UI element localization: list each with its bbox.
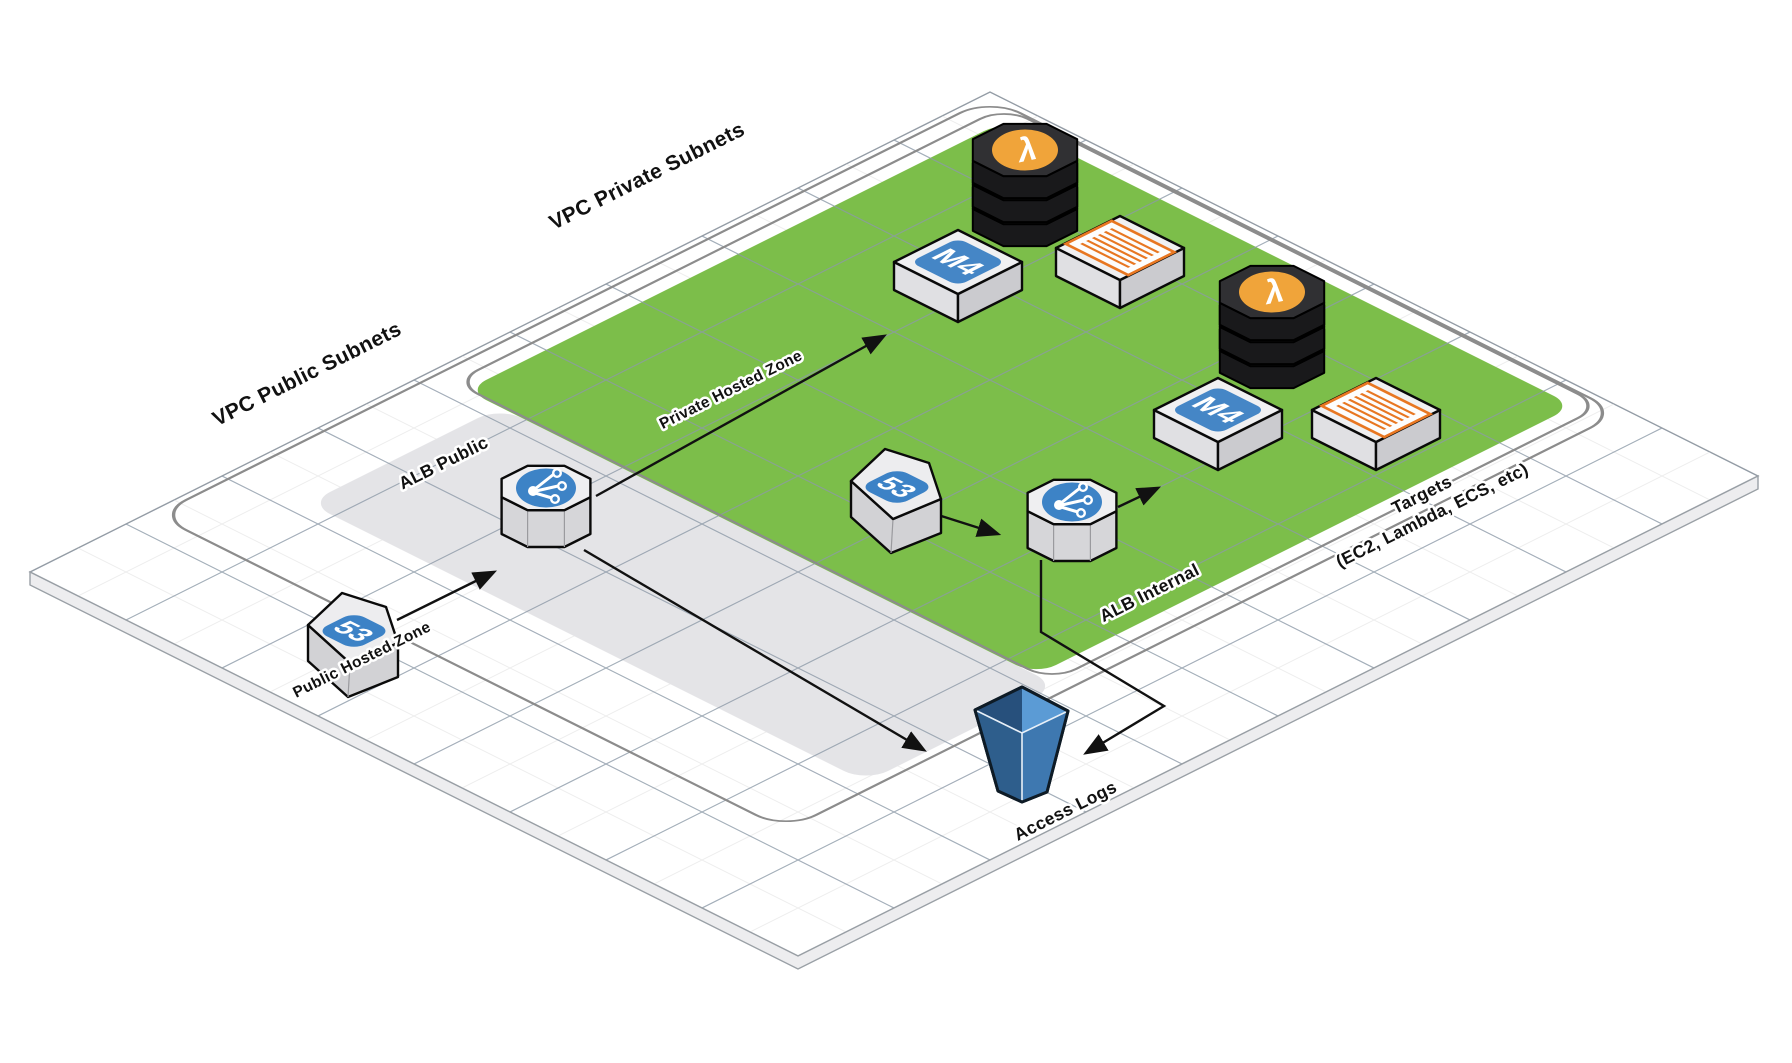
arrow-alb-public-to-access-logs <box>583 548 927 752</box>
vpc-private-subnets-label: VPC Private Subnets <box>546 118 749 235</box>
lambda-stack-icon <box>1218 264 1326 390</box>
vpc-private-border <box>466 113 1590 675</box>
arrow-alb-internal-to-access-logs <box>1039 560 1167 755</box>
platform-side-edge <box>29 474 1759 970</box>
lambda-stack-icon <box>971 122 1079 248</box>
arrow-private-hz-to-alb-internal <box>934 512 1002 537</box>
connection-arrows <box>396 334 1167 755</box>
arrow-alb-internal-to-target <box>1117 486 1162 509</box>
alb-public-icon <box>500 464 592 549</box>
alb-internal-icon <box>1026 478 1118 563</box>
arrow-alb-public-to-target <box>595 334 887 498</box>
vpc-public-border <box>171 105 1605 823</box>
arrow-public-hz-to-alb-public <box>396 570 498 622</box>
private-subnet-green <box>477 126 1563 670</box>
